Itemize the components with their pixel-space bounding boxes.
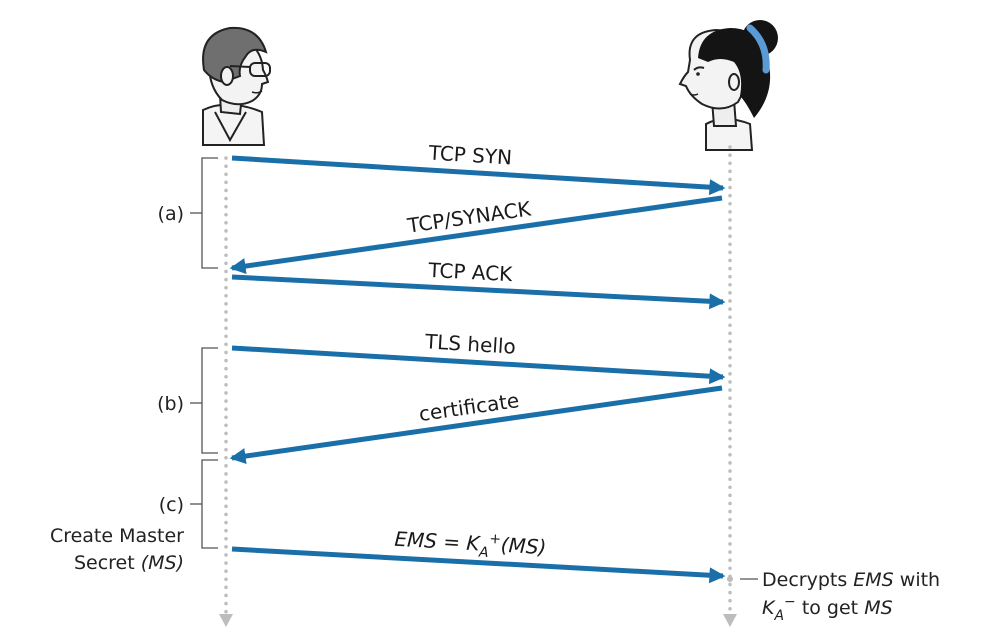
arrow-ems [231, 546, 726, 584]
decrypt-note-line2: KA− to get MS [762, 594, 893, 624]
arrow-tcp-syn [231, 155, 726, 196]
create-master-secret-note: Create Master [50, 525, 184, 547]
bracket-a [190, 157, 218, 269]
arrow-tcp-synack [229, 195, 723, 274]
arrow-tcp-ack [231, 274, 726, 310]
arrow-tls-hello [231, 345, 726, 385]
left-lifeline-end-arrowhead [219, 614, 233, 627]
bracket-b [190, 347, 218, 454]
phase-a-label: (a) [158, 203, 184, 225]
label-tcp-syn: TCP SYN [427, 140, 513, 169]
bracket-c [190, 459, 218, 549]
decrypt-note-line1: Decrypts EMS with [762, 569, 940, 591]
arrow-certificate [229, 385, 723, 464]
label-tcp-ack: TCP ACK [427, 258, 514, 286]
phase-b-label: (b) [157, 393, 184, 415]
master-secret-note-line2: Secret (MS) [74, 552, 184, 574]
woman-with-headband-icon [678, 20, 778, 151]
label-tls-hello: TLS hello [423, 329, 516, 358]
label-ems: EMS = KA+(MS) [394, 526, 548, 564]
decrypt-anchor-dot [727, 576, 733, 582]
man-with-glasses-icon [202, 26, 271, 146]
phase-c-label: (c) [159, 494, 184, 516]
right-lifeline-end-arrowhead [723, 614, 737, 627]
label-tcp-synack: TCP/SYNACK [405, 196, 533, 238]
